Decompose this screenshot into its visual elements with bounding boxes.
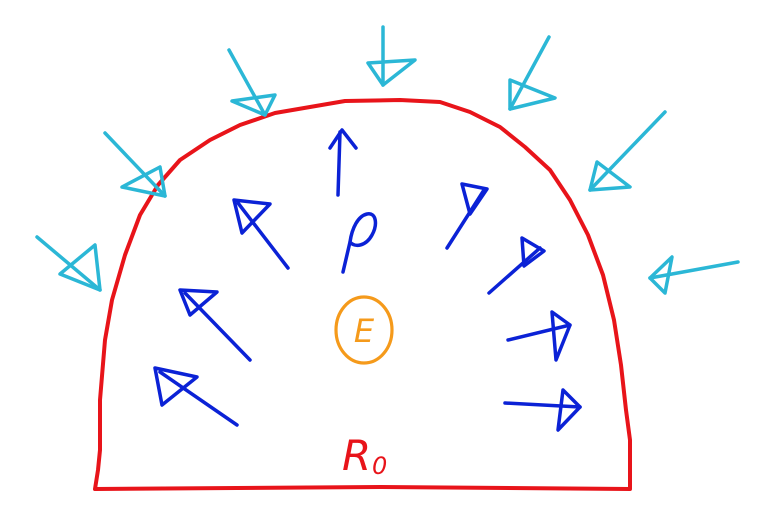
inward-arrow-2 [103, 131, 167, 198]
center-letter: E [354, 312, 375, 350]
outward-arrow-1 [153, 366, 239, 427]
outward-arrow-4 [328, 128, 358, 197]
inward-arrow-6 [588, 110, 667, 192]
outward-arrow-7 [506, 310, 572, 362]
boundary-dome [93, 98, 632, 491]
outward-arrow-3 [232, 198, 290, 270]
outward-arrow-2 [178, 288, 252, 362]
outward-arrow-5 [445, 182, 489, 250]
outward-arrow-8 [503, 388, 582, 432]
inward-arrow-5 [508, 35, 557, 111]
inward-arrow-1 [35, 235, 102, 292]
boundary-label-main: R [342, 431, 371, 480]
inward-arrow-3 [227, 48, 277, 117]
outward-arrow-6 [487, 236, 546, 295]
density-rho-stroke [341, 212, 378, 274]
inward-arrow-7 [648, 255, 740, 295]
inward-arrow-4 [366, 25, 417, 87]
inward-arrows [35, 25, 740, 295]
boundary-label-subscript: 0 [372, 452, 387, 480]
center-circle [334, 295, 394, 365]
center-symbol: E [334, 295, 394, 365]
outward-arrows [153, 128, 582, 432]
boundary-label: R 0 [342, 431, 387, 480]
